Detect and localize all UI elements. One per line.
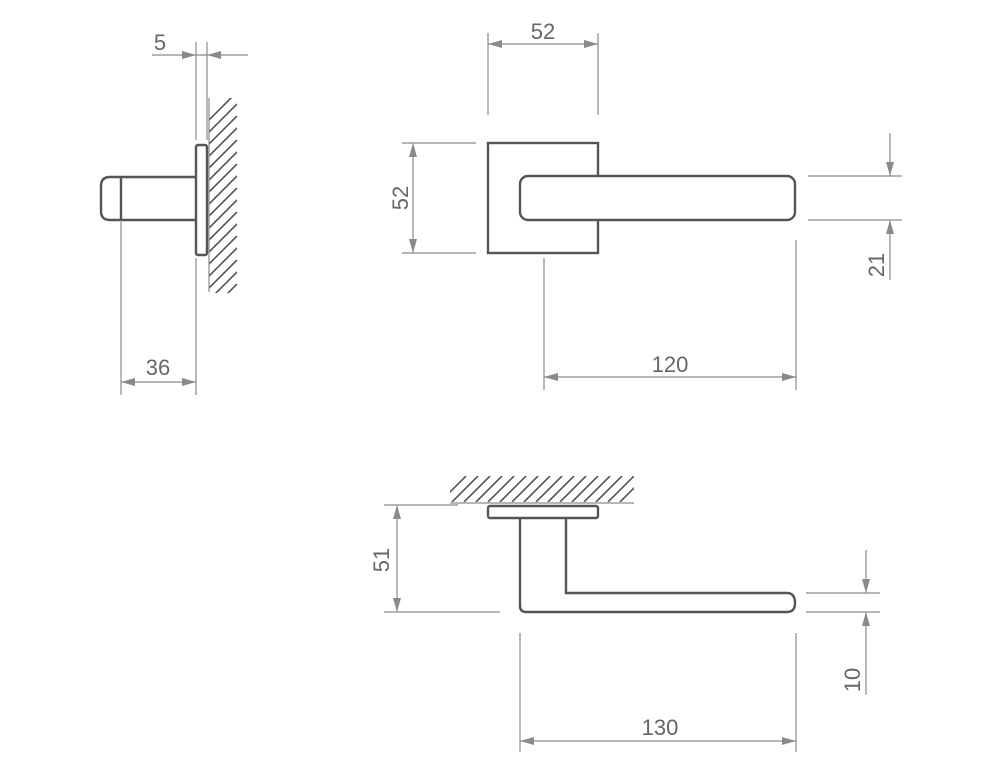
dimension-label-5: 5 [154,30,166,55]
dimension-label-10: 10 [840,668,865,692]
dimension-label-36: 36 [146,355,170,380]
dimension-label-120: 120 [652,352,689,377]
lever-side-profile [99,175,196,222]
wall-hatching-top [450,476,634,502]
lever-top-profile [518,518,797,614]
dimension-label-52-height: 52 [388,186,413,210]
dimension-label-130: 130 [642,715,679,740]
rose-top-profile [486,504,600,520]
rose-side-profile [194,143,209,257]
top-view: 51 10 130 [369,476,880,752]
dimension-label-21: 21 [864,253,889,277]
wall-hatching-side [209,98,237,293]
dimension-label-52-width: 52 [531,19,555,44]
lever-front [518,174,797,222]
side-view: 5 36 [99,30,248,395]
front-view: 52 52 21 120 [388,19,902,390]
dimension-label-51: 51 [369,548,394,572]
